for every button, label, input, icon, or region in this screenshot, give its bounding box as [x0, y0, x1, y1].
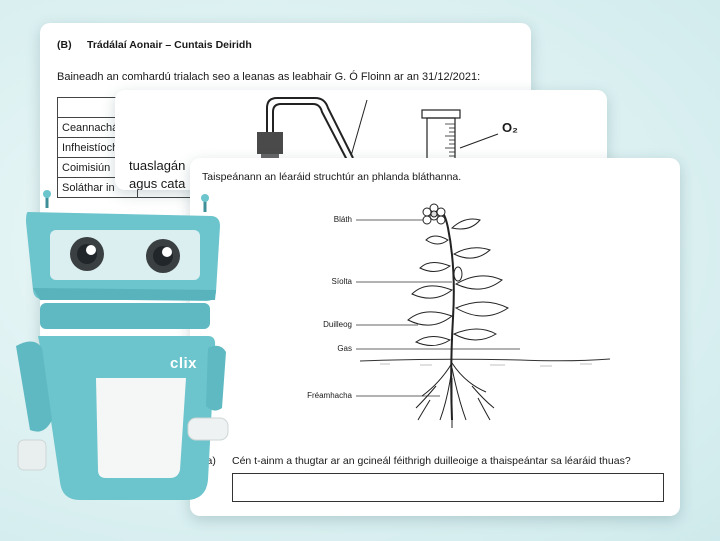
plant-intro: Taispeánann an léaráid struchtúr an phla… — [202, 171, 462, 183]
section-letter: (B) — [57, 39, 72, 51]
question-number: (a) — [203, 455, 216, 467]
answer-input-box[interactable] — [232, 473, 664, 502]
worksheet-card-plant: Taispeánann an léaráid struchtúr an phla… — [190, 158, 680, 516]
section-intro: Baineadh an comhardú trialach seo a lean… — [57, 71, 481, 83]
label-roots: Fréamhacha — [307, 391, 352, 400]
label-flower: Bláth — [333, 215, 352, 224]
label-ground: Gas — [337, 344, 352, 353]
section-title: Trádálaí Aonair – Cuntais Deiridh — [87, 39, 252, 51]
experiment-text-line1: tuaslagán — [129, 158, 186, 173]
oxygen-label: O₂ — [502, 120, 518, 135]
leaf-icons — [407, 218, 509, 346]
plant-diagram — [356, 203, 611, 428]
robot-logo-text: clix — [170, 355, 198, 372]
question-text: Cén t-ainm a thugtar ar an gcineál féith… — [232, 455, 631, 467]
section-heading: (B) Trádálaí Aonair – Cuntais Deiridh — [57, 39, 252, 51]
label-leaf: Duilleog — [323, 320, 352, 329]
label-stem: Síolta — [331, 277, 352, 286]
experiment-text-line2: agus cata — [129, 176, 186, 190]
flower-icon — [422, 203, 446, 225]
